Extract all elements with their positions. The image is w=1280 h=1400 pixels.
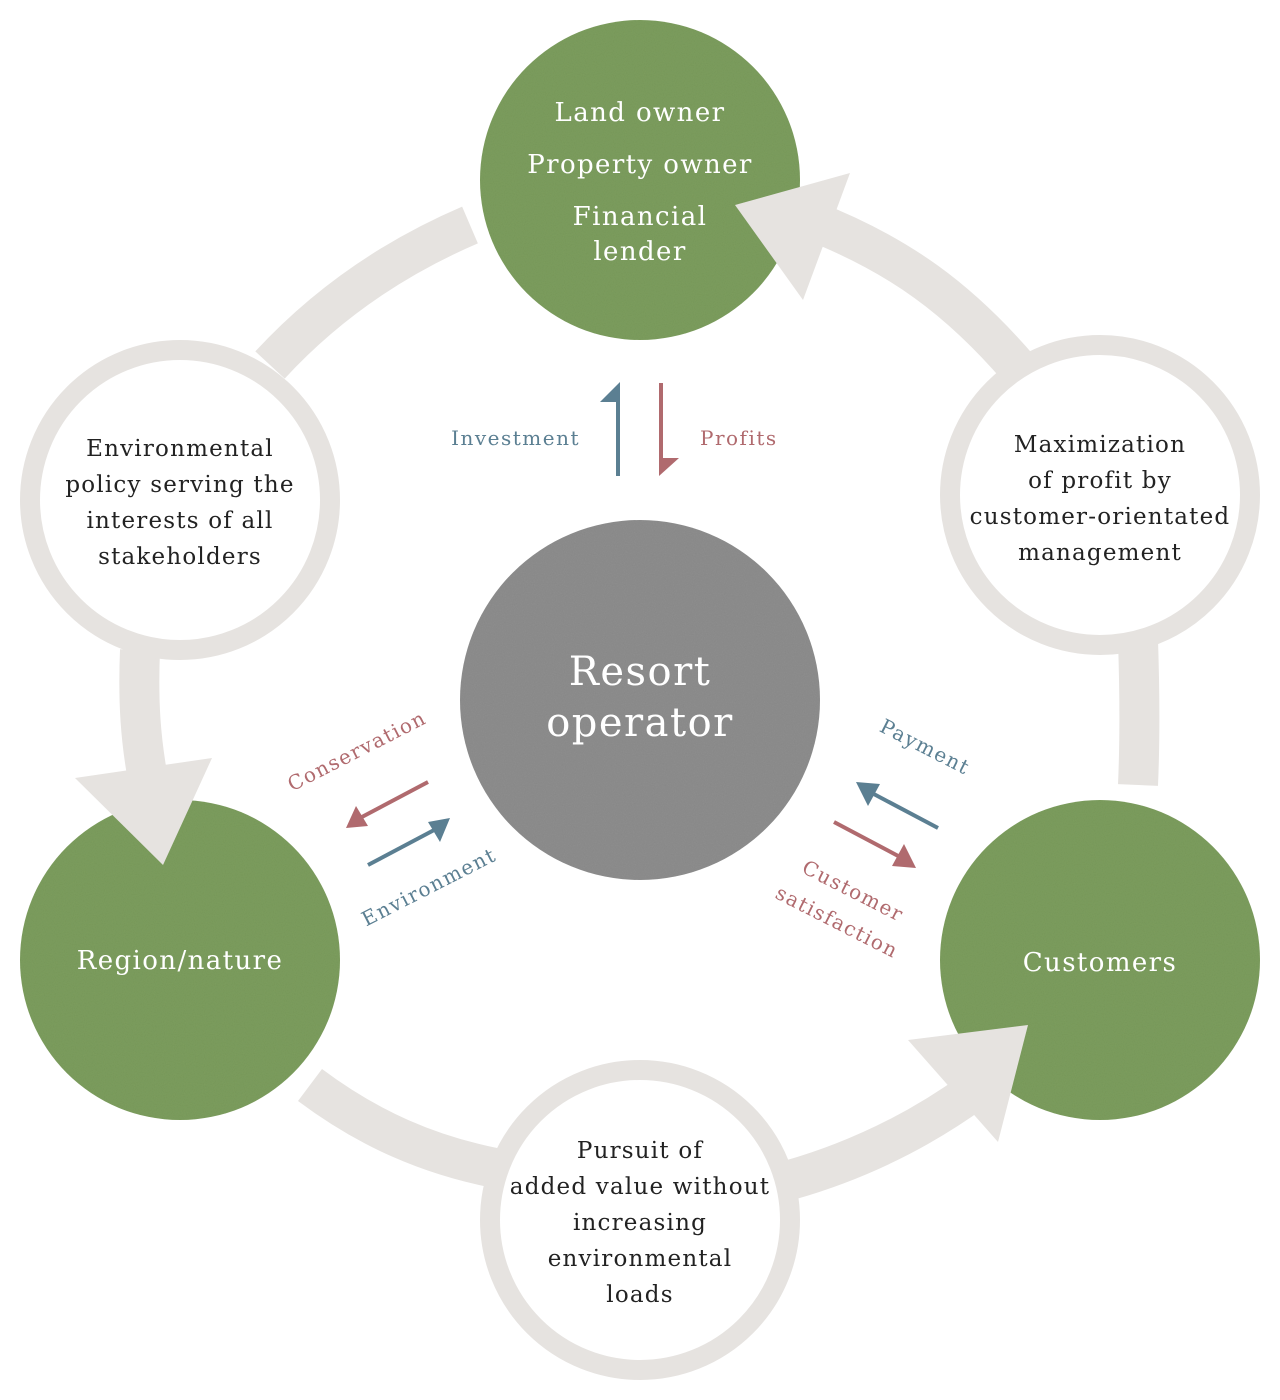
- payment-arrow: [856, 782, 939, 830]
- profits-label: Profits: [700, 426, 778, 450]
- arc-pursuit-to-customers: [784, 1073, 987, 1200]
- pursuit-label-line3: increasing: [573, 1210, 707, 1236]
- arrowhead-to-owner: [735, 173, 850, 300]
- investment-arrow: [600, 382, 620, 476]
- conservation-arrow: [346, 780, 429, 828]
- arc-maximization-to-customers: [1118, 639, 1160, 786]
- owner-label-line1: Land owner: [555, 98, 726, 128]
- owner-label-line4: lender: [593, 237, 686, 267]
- pursuit-label-line5: loads: [606, 1282, 673, 1308]
- arrowhead-to-customers: [908, 1025, 1028, 1142]
- investment-label: Investment: [451, 426, 580, 450]
- policy-label-line3: interests of all: [86, 508, 273, 534]
- arc-owner-to-maximization: [802, 201, 1036, 384]
- customers-label: Customers: [1023, 948, 1178, 978]
- arc-policy-to-owner: [255, 206, 478, 379]
- profits-arrow: [659, 383, 679, 476]
- owner-label-line3: Financial: [573, 202, 708, 232]
- policy-label-line1: Environmental: [86, 436, 274, 462]
- center-label-line1: Resort: [569, 649, 712, 695]
- payment-label: Payment: [876, 714, 974, 780]
- maximization-label-line3: customer-orientated: [970, 504, 1231, 530]
- pursuit-label-line4: environmental: [548, 1246, 733, 1272]
- owner-label-line2: Property owner: [527, 150, 753, 180]
- pursuit-node: [480, 1060, 800, 1380]
- maximization-node: [940, 335, 1260, 655]
- environment-label: Environment: [357, 843, 500, 932]
- region-label: Region/nature: [77, 946, 284, 976]
- policy-label-line2: policy serving the: [65, 472, 294, 498]
- customer-satisfaction-arrow: [833, 820, 916, 868]
- maximization-label-line4: management: [1018, 540, 1182, 566]
- center-node: [460, 520, 820, 880]
- ring-arrowheads: [75, 173, 1028, 1142]
- owner-node: [480, 20, 800, 340]
- policy-label-line4: stakeholders: [98, 544, 262, 570]
- center-label-line2: operator: [546, 700, 734, 746]
- policy-node: [20, 340, 340, 660]
- environment-arrow: [367, 818, 450, 867]
- pursuit-label-line2: added value without: [510, 1174, 770, 1200]
- conservation-label: Conservation: [283, 705, 430, 796]
- maximization-label-line2: of profit by: [1028, 468, 1172, 494]
- pursuit-label-line1: Pursuit of: [577, 1138, 703, 1164]
- region-node: [20, 800, 340, 1120]
- cycle-ring: [119, 201, 1160, 1200]
- maximization-label-line1: Maximization: [1014, 432, 1186, 458]
- arc-region-to-pursuit: [298, 1068, 499, 1188]
- arrowhead-to-region: [75, 758, 212, 865]
